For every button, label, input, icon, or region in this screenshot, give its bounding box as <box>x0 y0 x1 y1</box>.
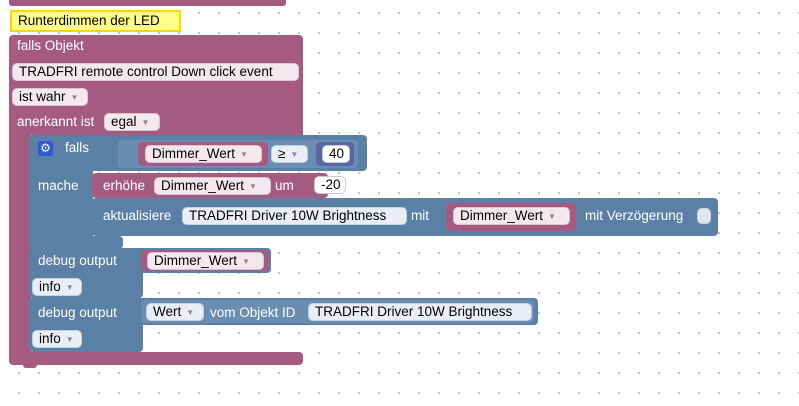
dropdown-arrow-icon: ▼ <box>548 212 556 221</box>
inner-if-spine <box>29 170 93 236</box>
ack-dropdown[interactable]: egal▼ <box>104 113 160 131</box>
debug-2-object-field[interactable]: TRADFRI Driver 10W Brightness <box>308 303 532 321</box>
debug-2-attribute-dropdown[interactable]: Wert▼ <box>146 303 204 321</box>
increase-label: erhöhe <box>103 178 146 193</box>
operator-dropdown[interactable]: ≥▼ <box>271 145 308 163</box>
dropdown-arrow-icon: ▼ <box>249 182 257 191</box>
outer-if-spine <box>9 130 31 352</box>
debug-1-variable-dropdown[interactable]: Dimmer_Wert▼ <box>147 252 264 270</box>
increase-variable-dropdown[interactable]: Dimmer_Wert▼ <box>154 177 271 195</box>
outer-if-label: falls Objekt <box>17 38 84 53</box>
number-field[interactable]: 40 <box>322 145 350 163</box>
comment-text: Runterdimmen der LED <box>18 13 160 28</box>
previous-block-fragment[interactable] <box>9 0 286 6</box>
debug-output-2-label: debug output <box>38 305 117 320</box>
update-delay-label: mit Verzögerung <box>585 208 684 223</box>
debug-2-from-label: vom Objekt ID <box>210 305 296 320</box>
delay-checkbox[interactable] <box>697 208 711 224</box>
dropdown-arrow-icon: ▼ <box>65 283 74 292</box>
object-id-field[interactable]: TRADFRI remote control Down click event <box>12 63 299 81</box>
increase-amount-field[interactable]: -20 <box>314 176 346 194</box>
dropdown-arrow-icon: ▼ <box>65 335 74 344</box>
dropdown-arrow-icon: ▼ <box>141 118 150 127</box>
debug-output-1-label: debug output <box>38 253 117 268</box>
outer-if-bottom <box>9 352 303 365</box>
dropdown-arrow-icon: ▼ <box>242 257 250 266</box>
inner-if-bottom <box>29 236 123 249</box>
increase-by-label: um <box>275 178 294 193</box>
debug-1-level-dropdown[interactable]: info▼ <box>32 278 82 296</box>
ack-label: anerkannt ist <box>17 114 95 129</box>
next-connector <box>23 364 37 368</box>
inner-if-label: falls <box>65 140 90 155</box>
update-label: aktualisiere <box>103 208 172 223</box>
dropdown-arrow-icon: ▼ <box>186 308 195 317</box>
debug-2-level-dropdown[interactable]: info▼ <box>32 330 82 348</box>
update-variable-dropdown[interactable]: Dimmer_Wert▼ <box>453 207 570 225</box>
update-target-field[interactable]: TRADFRI Driver 10W Brightness <box>182 207 407 225</box>
variable-dropdown[interactable]: Dimmer_Wert▼ <box>145 145 262 163</box>
gear-icon[interactable]: ⚙ <box>38 141 53 156</box>
dropdown-arrow-icon: ▼ <box>240 150 248 159</box>
dropdown-arrow-icon: ▼ <box>70 93 79 102</box>
do-label: mache <box>38 178 79 193</box>
update-with-label: mit <box>411 208 429 223</box>
condition-dropdown[interactable]: ist wahr▼ <box>12 88 88 106</box>
dropdown-arrow-icon: ▼ <box>290 150 299 159</box>
block-comment[interactable]: Runterdimmen der LED <box>10 10 181 32</box>
